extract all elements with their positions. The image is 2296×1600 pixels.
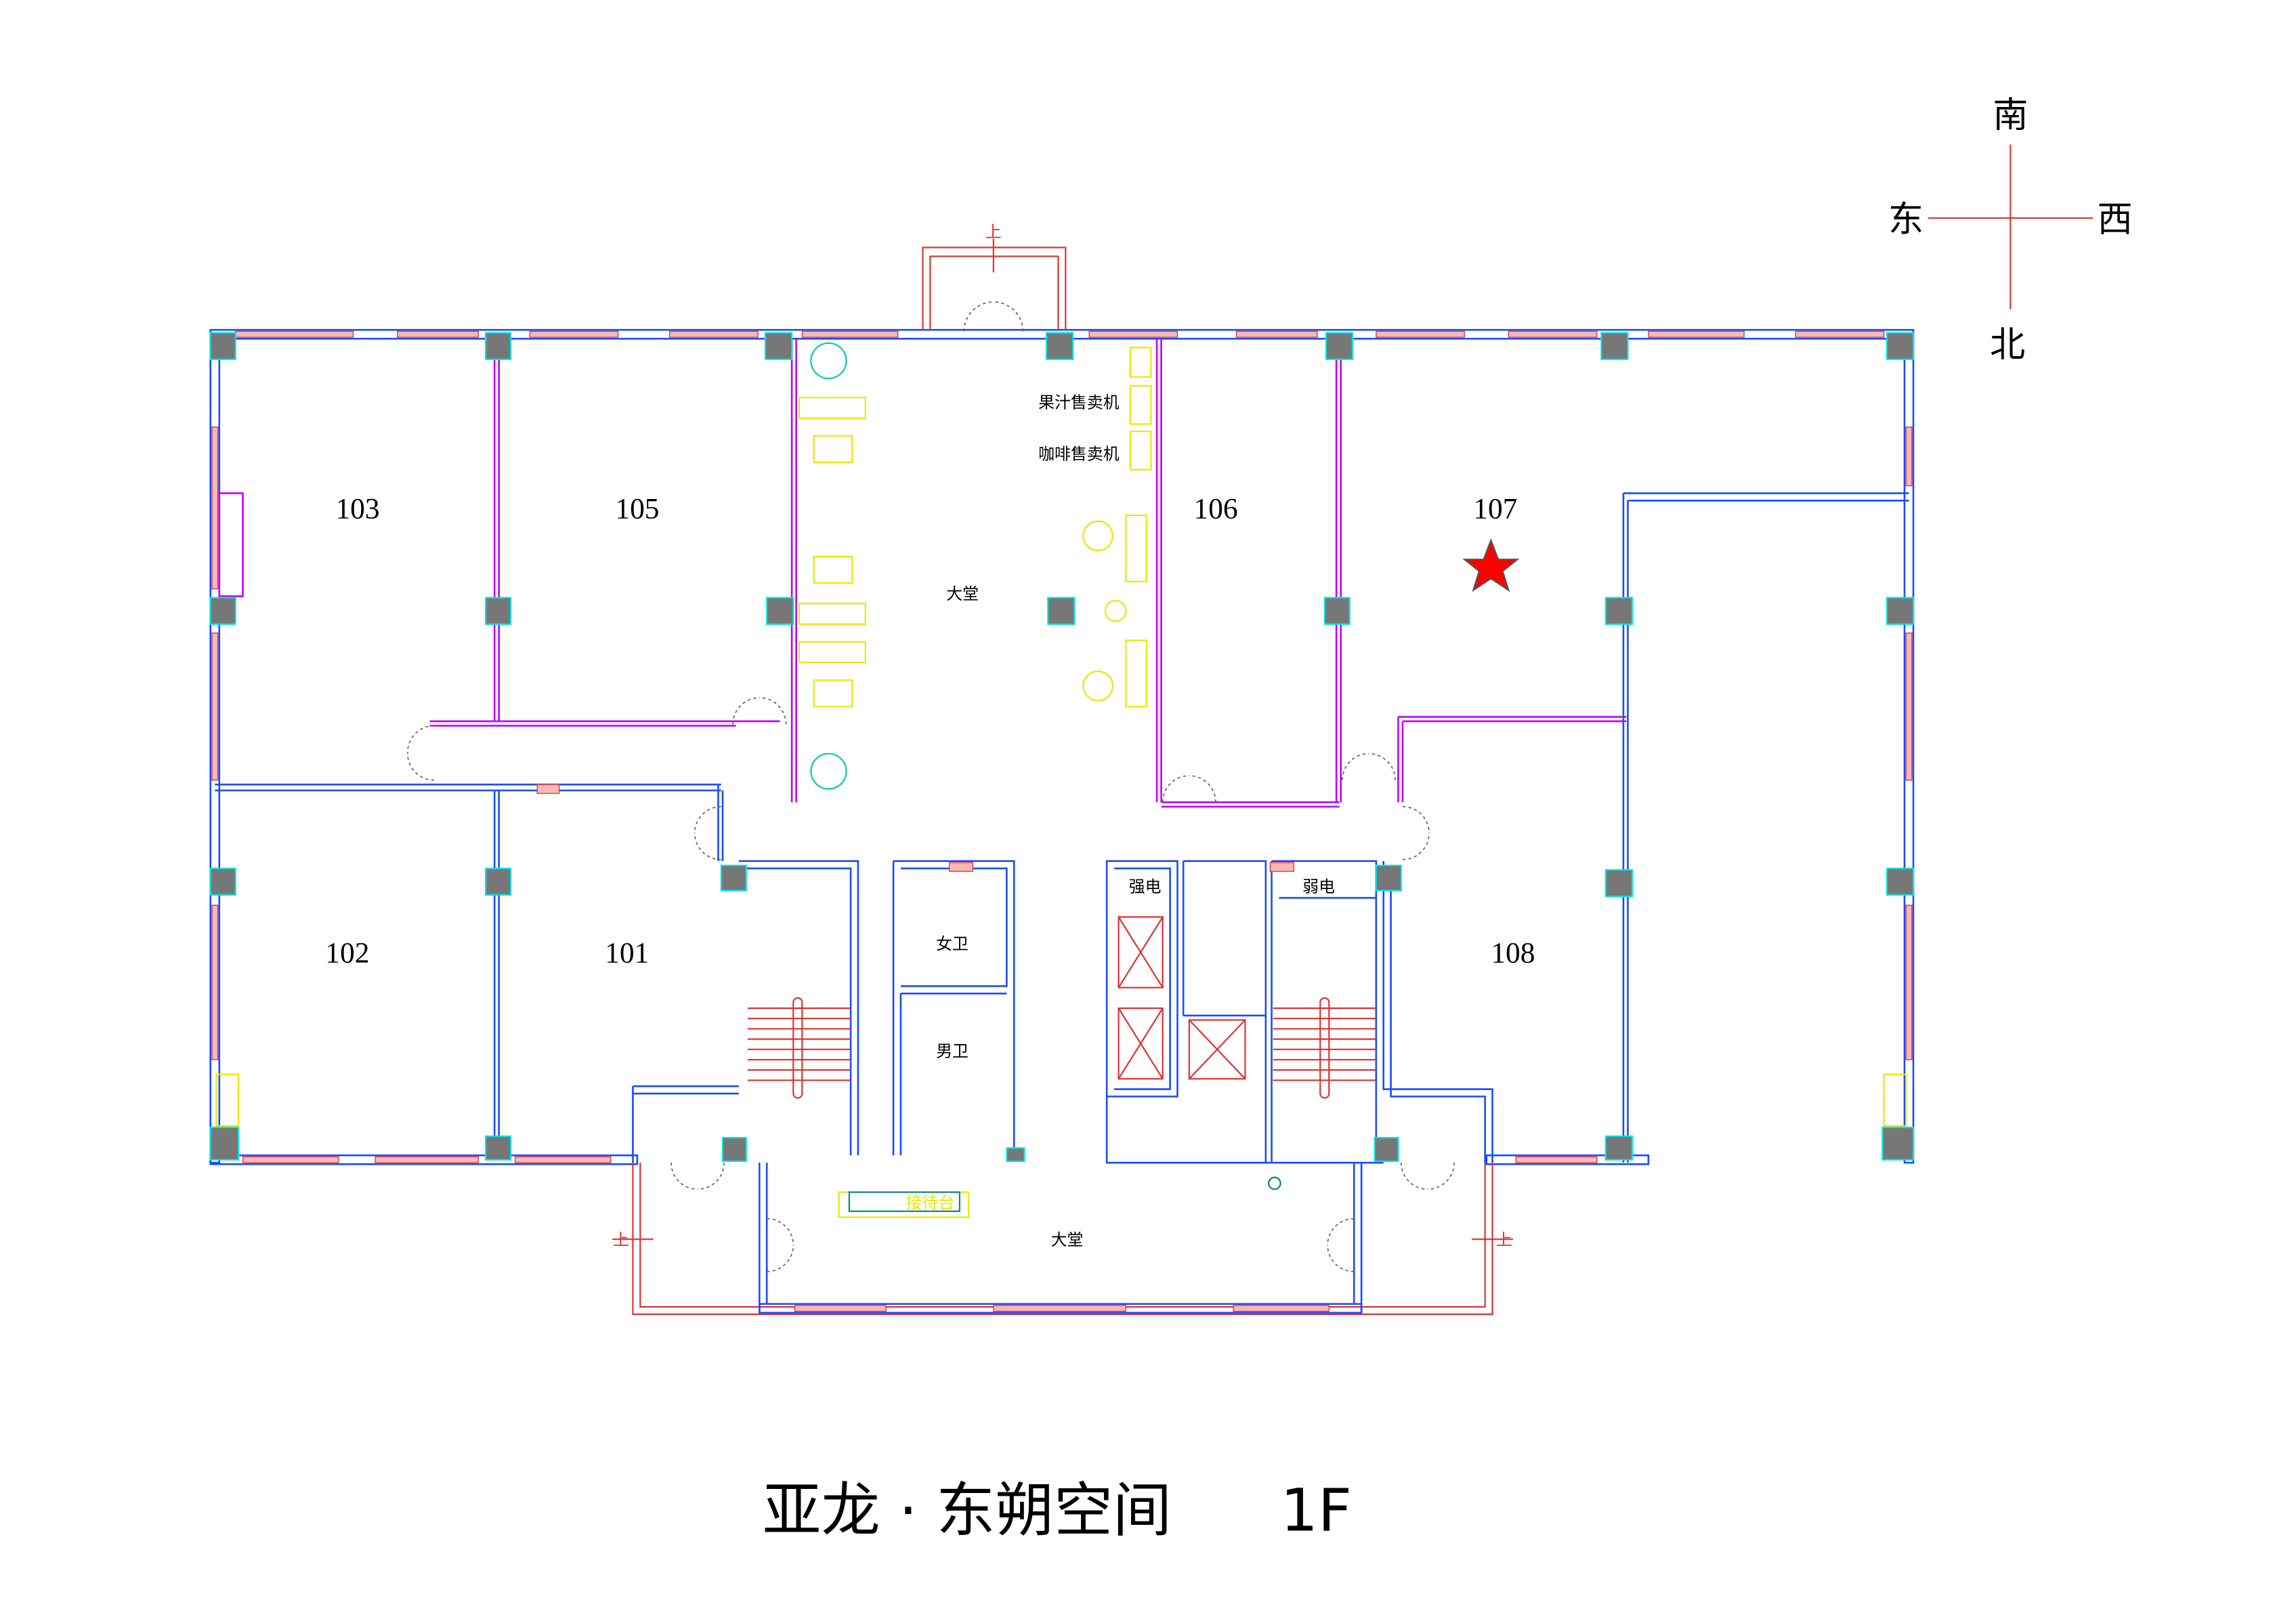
lobby-lower-label: 大堂 [1051, 1230, 1084, 1249]
strong-power-label: 强电 [1129, 877, 1162, 896]
stairs-left [747, 997, 851, 1099]
floor-label: 1F [1281, 1476, 1352, 1544]
columns [209, 332, 1915, 1163]
stairs-right [1273, 997, 1376, 1099]
mens-restroom-label: 男卫 [936, 1042, 969, 1061]
weak-power-label: 弱电 [1302, 877, 1335, 896]
room-label-107: 107 [1473, 492, 1517, 525]
room-label-106: 106 [1193, 492, 1237, 525]
location-star-icon [1462, 538, 1520, 592]
elevators [1118, 916, 1246, 1080]
up-label-right: 上 [1496, 1230, 1512, 1249]
compass-south: 南 [1993, 95, 2028, 135]
womens-restroom-label: 女卫 [936, 934, 969, 953]
lobby-upper-label: 大堂 [946, 584, 979, 603]
compass: 南 东 西 北 [1888, 95, 2133, 365]
room-label-102: 102 [325, 937, 369, 970]
room-label-101: 101 [605, 937, 649, 970]
plan-title: 亚龙 · 东朔空间 [763, 1476, 1172, 1544]
reception-label: 接待台 [906, 1194, 955, 1213]
room-label-105: 105 [615, 492, 659, 525]
up-label-top: 上 [985, 222, 1002, 241]
up-label-left: 上 [613, 1230, 629, 1249]
room-label-108: 108 [1491, 937, 1535, 970]
compass-north: 北 [1990, 324, 2025, 365]
juice-vending-label: 果汁售卖机 [1038, 393, 1120, 412]
interior-walls [215, 339, 1909, 1164]
outer-walls [209, 238, 1915, 1316]
compass-east: 东 [1888, 200, 1923, 240]
room-label-103: 103 [335, 492, 379, 525]
coffee-vending-label: 咖啡售卖机 [1038, 444, 1120, 463]
furniture [215, 301, 1907, 1272]
compass-west: 西 [2098, 200, 2133, 240]
